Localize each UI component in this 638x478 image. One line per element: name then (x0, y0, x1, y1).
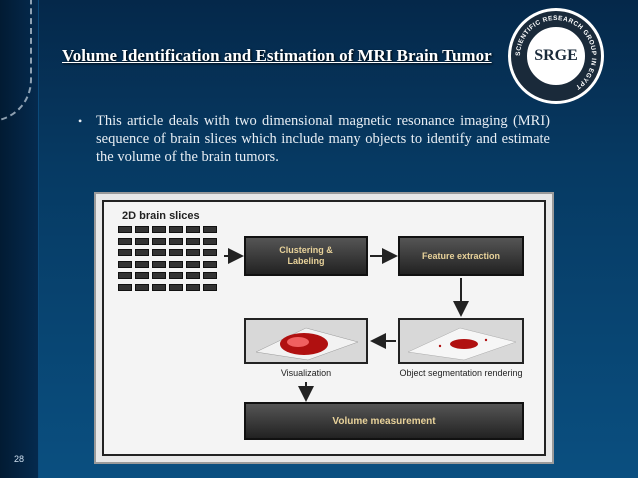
page-number: 28 (14, 454, 25, 464)
brain-render-icon (255, 327, 359, 361)
slice-thumbnail (169, 272, 183, 279)
slice-thumbnail (135, 249, 149, 256)
slice-thumbnail (169, 249, 183, 256)
slice-thumbnail (203, 237, 217, 245)
slice-thumbnail (135, 237, 149, 245)
logo-center: SRGE (525, 25, 587, 87)
slice-thumbnail (118, 249, 132, 256)
slice-thumbnail (203, 283, 217, 291)
slice-thumbnail (118, 272, 132, 279)
slice-thumbnail (186, 226, 200, 233)
slice-thumbnail (169, 237, 183, 245)
bullet-dot-icon: • (78, 114, 83, 128)
bullet-text: This article deals with two dimensional … (96, 113, 550, 165)
slice-thumbnail (152, 226, 166, 233)
volume-label: Volume measurement (332, 415, 436, 427)
slice-thumbnail (186, 283, 200, 291)
segmentation-render-icon (407, 327, 517, 361)
visualization-image (244, 318, 368, 364)
feature-extraction-box: Feature extraction (398, 236, 524, 276)
slice-thumbnail (118, 283, 132, 291)
slice-thumbnail (186, 260, 200, 268)
diagram-canvas: 2D brain slices Clustering & Labeling Fe… (102, 200, 546, 456)
slice-thumbnail (186, 237, 200, 245)
slice-thumbnail (152, 237, 166, 245)
slice-thumbnail (203, 226, 217, 233)
slice-thumbnail (152, 249, 166, 256)
slice-thumbnail (186, 249, 200, 256)
slice-thumbnail (186, 272, 200, 279)
visualization-caption: Visualization (280, 368, 332, 378)
slices-label: 2D brain slices (122, 210, 200, 222)
slice-thumbnail (203, 249, 217, 256)
segmentation-image (398, 318, 524, 364)
slice-thumbnail (118, 226, 132, 233)
srge-logo: SCIENTIFIC RESEARCH GROUP IN EGYPT SRGE (508, 8, 604, 104)
process-diagram: 2D brain slices Clustering & Labeling Fe… (94, 192, 554, 464)
bullet-item: • This article deals with two dimensiona… (78, 112, 550, 166)
slice-thumbnail (135, 283, 149, 291)
clustering-box: Clustering & Labeling (244, 236, 368, 276)
slice-thumbnail (152, 283, 166, 291)
slice-thumbnail (152, 272, 166, 279)
slice-thumbnail (152, 260, 166, 268)
slice-thumbnail (118, 260, 132, 268)
slice-thumbnail (169, 283, 183, 291)
slices-grid (118, 226, 222, 292)
slice-thumbnail (169, 226, 183, 233)
volume-measurement-box: Volume measurement (244, 402, 524, 440)
slice-thumbnail (135, 260, 149, 268)
slice-thumbnail (203, 272, 217, 279)
slide-title: Volume Identification and Estimation of … (62, 46, 492, 65)
slice-thumbnail (118, 237, 132, 245)
clustering-label: Clustering & Labeling (279, 245, 333, 266)
slice-thumbnail (135, 226, 149, 233)
slice-thumbnail (169, 260, 183, 268)
segmentation-caption: Object segmentation rendering (399, 368, 523, 378)
logo-text: SRGE (534, 47, 578, 64)
slice-thumbnail (135, 272, 149, 279)
feature-label: Feature extraction (421, 250, 501, 261)
slice-thumbnail (203, 260, 217, 268)
